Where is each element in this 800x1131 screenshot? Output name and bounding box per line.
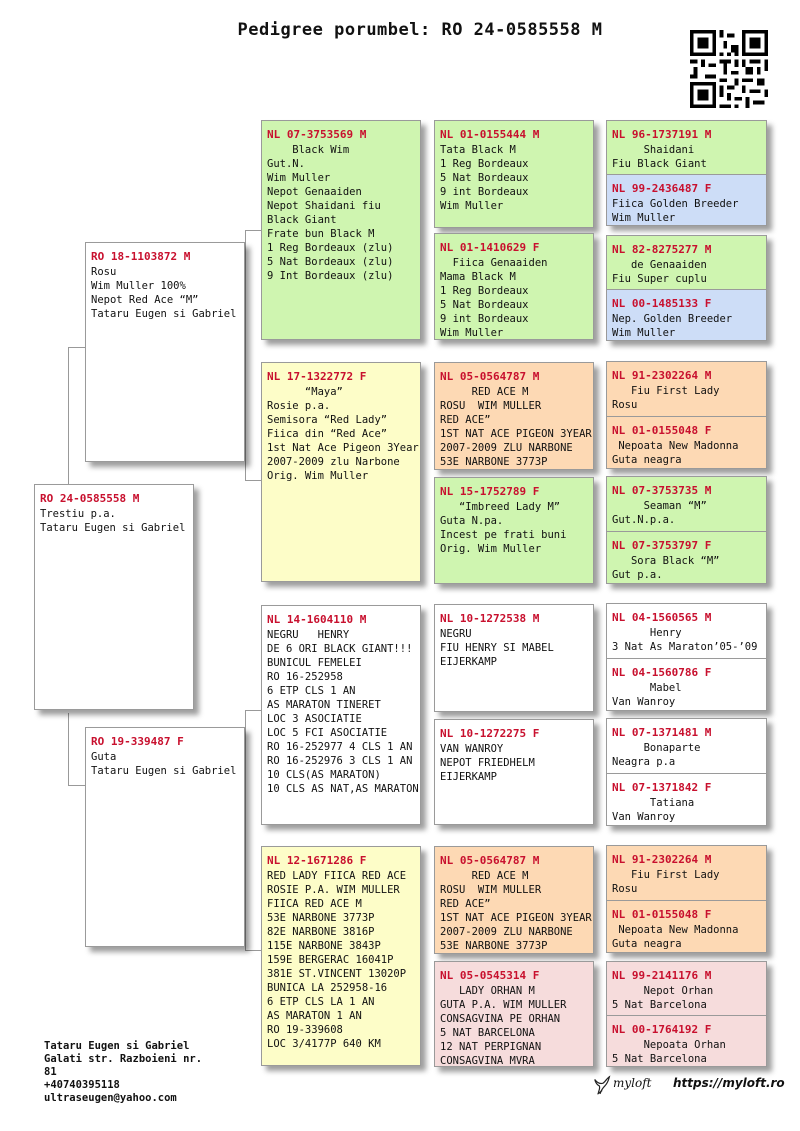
pigeon-card-gen3-2: NL 17-1322772 F “Maya” Rosie p.a. Semiso… bbox=[261, 362, 421, 582]
connector-line bbox=[68, 785, 85, 786]
pigeon-card-gen5-11: NL 07-1371481 M Bonaparte Neagra p.a bbox=[607, 719, 766, 773]
page-title: Pedigree porumbel: RO 24-0585558 M bbox=[237, 20, 603, 40]
pigeon-card-gen4-3: NL 05-0564787 M RED ACE M ROSU WIM MULLE… bbox=[434, 362, 594, 470]
pigeon-pair-gen5-3: NL 91-2302264 M Fiu First Lady Rosu NL 0… bbox=[606, 361, 767, 469]
pigeon-card-dam: RO 19-339487 F Guta Tataru Eugen si Gabr… bbox=[85, 727, 245, 947]
pigeon-card-gen5-9: NL 04-1560565 M Henry 3 Nat As Maraton’0… bbox=[607, 604, 766, 658]
pigeon-card-subject: RO 24-0585558 M Trestiu p.a. Tataru Euge… bbox=[34, 484, 194, 710]
pigeon-card-gen4-8: NL 05-0545314 F LADY ORHAN M GUTA P.A. W… bbox=[434, 961, 594, 1067]
pigeon-pair-gen5-5: NL 04-1560565 M Henry 3 Nat As Maraton’0… bbox=[606, 603, 767, 711]
qr-code-icon bbox=[690, 30, 768, 108]
pigeon-card-sire: RO 18-1103872 M Rosu Wim Muller 100% Nep… bbox=[85, 242, 245, 462]
pigeon-logo-icon bbox=[594, 1075, 611, 1095]
pigeon-card-gen4-6: NL 10-1272275 F VAN WANROY NEPOT FRIEDHE… bbox=[434, 719, 594, 825]
pigeon-card-gen5-16: NL 00-1764192 F Nepoata Orhan 5 Nat Barc… bbox=[607, 1015, 766, 1066]
pigeon-pair-gen5-2: NL 82-8275277 M de Genaaiden Fiu Super c… bbox=[606, 235, 767, 341]
connector-line bbox=[68, 347, 69, 484]
pigeon-card-gen5-2: NL 99-2436487 F Fiica Golden Breeder Wim… bbox=[607, 174, 766, 225]
logo-text: myloft bbox=[613, 1076, 652, 1090]
website-link[interactable]: https://myloft.ro bbox=[673, 1076, 785, 1090]
pigeon-card-gen3-3: NL 14-1604110 M NEGRU HENRY DE 6 ORI BLA… bbox=[261, 605, 421, 825]
pigeon-card-gen5-4: NL 00-1485133 F Nep. Golden Breeder Wim … bbox=[607, 289, 766, 340]
pigeon-card-gen4-5: NL 10-1272538 M NEGRU FIU HENRY SI MABEL… bbox=[434, 604, 594, 712]
connector-line bbox=[245, 230, 261, 231]
pigeon-pair-gen5-8: NL 99-2141176 M Nepot Orhan 5 Nat Barcel… bbox=[606, 961, 767, 1067]
pigeon-card-gen4-2: NL 01-1410629 F Fiica Genaaiden Mama Bla… bbox=[434, 233, 594, 340]
connector-line bbox=[245, 480, 261, 481]
pigeon-card-gen3-1: NL 07-3753569 M Black Wim Gut.N. Wim Mul… bbox=[261, 120, 421, 340]
pigeon-pair-gen5-1: NL 96-1737191 M Shaidani Fiu Black Giant… bbox=[606, 120, 767, 226]
pigeon-card-gen5-14: NL 01-0155048 F Nepoata New Madonna Guta… bbox=[607, 900, 766, 952]
pigeon-card-gen5-10: NL 04-1560786 F Mabel Van Wanroy bbox=[607, 658, 766, 710]
pigeon-card-gen5-8: NL 07-3753797 F Sora Black “M” Gut p.a. bbox=[607, 531, 766, 583]
pigeon-card-gen4-4: NL 15-1752789 F “Imbreed Lady M” Guta N.… bbox=[434, 477, 594, 584]
connector-line bbox=[245, 710, 246, 950]
pigeon-card-gen4-1: NL 01-0155444 M Tata Black M 1 Reg Borde… bbox=[434, 120, 594, 228]
pigeon-card-gen5-1: NL 96-1737191 M Shaidani Fiu Black Giant bbox=[607, 121, 766, 174]
pigeon-card-gen3-4: NL 12-1671286 F RED LADY FIICA RED ACE R… bbox=[261, 846, 421, 1066]
connector-line bbox=[68, 713, 69, 785]
connector-line bbox=[245, 710, 261, 711]
pigeon-card-gen5-7: NL 07-3753735 M Seaman “M” Gut.N.p.a. bbox=[607, 477, 766, 531]
pigeon-card-gen5-12: NL 07-1371842 F Tatiana Van Wanroy bbox=[607, 773, 766, 825]
pigeon-card-gen5-13: NL 91-2302264 M Fiu First Lady Rosu bbox=[607, 846, 766, 900]
connector-line bbox=[245, 230, 246, 480]
pigeon-pair-gen5-6: NL 07-1371481 M Bonaparte Neagra p.a NL … bbox=[606, 718, 767, 826]
pigeon-card-gen5-6: NL 01-0155048 F Nepoata New Madonna Guta… bbox=[607, 416, 766, 468]
pigeon-pair-gen5-4: NL 07-3753735 M Seaman “M” Gut.N.p.a. NL… bbox=[606, 476, 767, 584]
pigeon-pair-gen5-7: NL 91-2302264 M Fiu First Lady Rosu NL 0… bbox=[606, 845, 767, 953]
connector-line bbox=[245, 950, 261, 951]
pigeon-card-gen5-3: NL 82-8275277 M de Genaaiden Fiu Super c… bbox=[607, 236, 766, 289]
pigeon-card-gen5-5: NL 91-2302264 M Fiu First Lady Rosu bbox=[607, 362, 766, 416]
pigeon-card-gen4-7: NL 05-0564787 M RED ACE M ROSU WIM MULLE… bbox=[434, 846, 594, 954]
pigeon-card-gen5-15: NL 99-2141176 M Nepot Orhan 5 Nat Barcel… bbox=[607, 962, 766, 1015]
connector-line bbox=[68, 347, 85, 348]
